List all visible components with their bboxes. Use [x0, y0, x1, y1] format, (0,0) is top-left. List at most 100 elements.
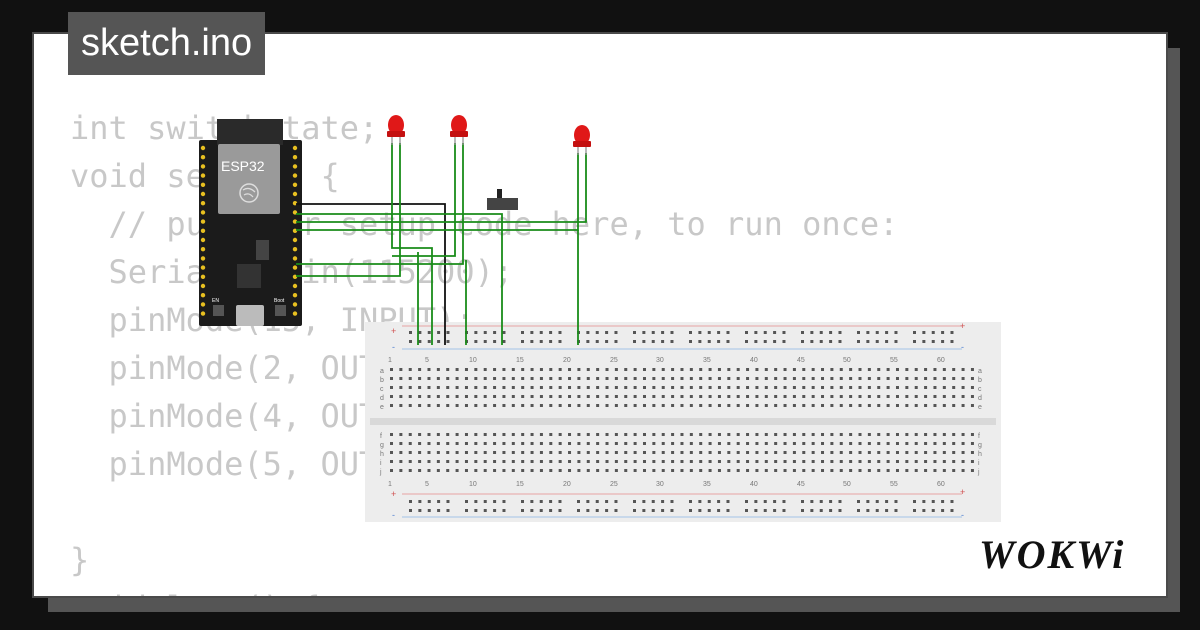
breadboard-hole — [746, 451, 750, 454]
led-1[interactable] — [387, 115, 405, 145]
breadboard-hole — [689, 377, 693, 380]
header-pin[interactable] — [200, 265, 206, 270]
breadboard-hole — [558, 368, 562, 371]
breadboard-hole — [774, 433, 778, 436]
breadboard-hole — [933, 395, 937, 398]
breadboard-hole — [493, 368, 497, 371]
breadboard-hole — [707, 331, 711, 334]
header-pin[interactable] — [200, 145, 206, 151]
breadboard-hole — [952, 469, 956, 472]
breadboard-hole — [905, 451, 909, 454]
header-pin[interactable] — [200, 311, 206, 316]
breadboard-hole — [661, 451, 665, 454]
breadboard-hole — [931, 331, 935, 334]
breadboard-hole — [952, 404, 956, 407]
header-pin[interactable] — [292, 302, 298, 307]
header-pin[interactable] — [200, 293, 206, 298]
breadboard-hole — [661, 442, 665, 445]
header-pin[interactable] — [200, 173, 206, 178]
breadboard-hole — [465, 500, 468, 503]
header-pin[interactable] — [292, 155, 298, 160]
led-dome — [451, 115, 467, 135]
header-pin[interactable] — [292, 311, 298, 316]
breadboard-hole — [858, 433, 862, 436]
switch-body — [487, 198, 518, 210]
header-pin[interactable] — [292, 265, 298, 270]
breadboard-hole — [596, 433, 600, 436]
slide-switch[interactable] — [487, 189, 518, 210]
breadboard-hole — [886, 460, 890, 463]
esp32-board[interactable]: ESP32 EN Boot — [199, 119, 302, 326]
breadboard-hole — [680, 442, 684, 445]
header-pin[interactable] — [200, 274, 206, 279]
breadboard-hole — [399, 395, 403, 398]
breadboard-hole — [877, 451, 881, 454]
breadboard-hole — [914, 386, 918, 389]
header-pin[interactable] — [200, 210, 206, 215]
header-pin[interactable] — [200, 201, 206, 206]
led-2[interactable] — [450, 115, 468, 145]
breadboard-hole — [605, 386, 609, 389]
header-pin[interactable] — [200, 228, 206, 233]
breadboard-hole — [866, 340, 870, 343]
breadboard-hole — [633, 451, 637, 454]
header-pin[interactable] — [292, 145, 298, 151]
header-pin[interactable] — [200, 155, 206, 160]
breadboard-hole — [886, 404, 890, 407]
breadboard-hole — [399, 368, 403, 371]
breadboard-hole — [549, 386, 553, 389]
header-pin[interactable] — [200, 256, 206, 261]
breadboard-hole — [830, 368, 834, 371]
breadboard-hole — [614, 433, 618, 436]
header-pin[interactable] — [200, 182, 206, 187]
breadboard-hole — [596, 386, 600, 389]
header-pin[interactable] — [292, 173, 298, 178]
header-pin[interactable] — [292, 182, 298, 187]
header-pin[interactable] — [292, 237, 298, 243]
breadboard-hole — [924, 451, 928, 454]
header-pin[interactable] — [200, 302, 206, 307]
breadboard-hole — [914, 460, 918, 463]
breadboard-hole — [755, 386, 759, 389]
breadboard-hole — [642, 433, 646, 436]
file-tab[interactable]: sketch.ino — [68, 12, 266, 75]
header-pin[interactable] — [292, 283, 298, 289]
header-pin[interactable] — [200, 219, 206, 224]
led-3[interactable] — [573, 125, 591, 155]
breadboard-hole — [950, 509, 954, 512]
breadboard-hole — [390, 386, 393, 389]
breadboard-hole — [409, 500, 412, 503]
header-pin[interactable] — [292, 293, 298, 298]
breadboard-hole — [539, 500, 543, 503]
breadboard-hole — [446, 340, 450, 343]
breadboard-hole — [924, 469, 928, 472]
breadboard-hole — [483, 442, 487, 445]
header-pin[interactable] — [292, 164, 298, 169]
header-pin[interactable] — [292, 247, 298, 252]
breadboard-hole — [680, 368, 684, 371]
header-pin[interactable] — [200, 237, 206, 243]
breadboard-hole — [502, 469, 506, 472]
switch-lever[interactable] — [497, 189, 502, 198]
header-pin[interactable] — [292, 191, 298, 197]
header-pin[interactable] — [200, 164, 206, 169]
header-pin[interactable] — [200, 191, 206, 197]
en-button[interactable] — [213, 305, 224, 316]
header-pin[interactable] — [200, 283, 206, 289]
breadboard-hole — [829, 500, 833, 503]
breadboard-hole — [942, 404, 946, 407]
breadboard-hole — [708, 460, 712, 463]
breadboard-hole — [783, 460, 787, 463]
breadboard-hole — [802, 460, 806, 463]
header-pin[interactable] — [200, 247, 206, 252]
boot-button[interactable] — [275, 305, 286, 316]
breadboard-hole — [849, 460, 853, 463]
header-pin[interactable] — [292, 256, 298, 261]
breadboard-hole — [952, 386, 956, 389]
breadboard-hole — [539, 509, 543, 512]
breadboard-hole — [726, 340, 730, 343]
breadboard-hole — [493, 509, 497, 512]
breadboard-hole — [895, 442, 899, 445]
breadboard-hole — [942, 368, 946, 371]
breadboard-hole — [446, 386, 450, 389]
